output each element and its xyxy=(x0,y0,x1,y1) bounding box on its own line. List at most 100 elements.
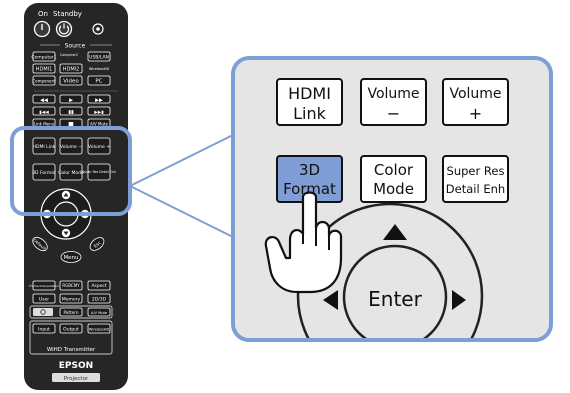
source-row-1: Computer1 Computer2 USB/LAN xyxy=(31,51,111,62)
callout-frame xyxy=(231,56,553,342)
2d-3d-button[interactable] xyxy=(87,293,111,304)
standby-icon xyxy=(58,25,70,35)
light-icon[interactable] xyxy=(92,23,104,35)
wihd-section-frame xyxy=(29,320,113,355)
output-button[interactable] xyxy=(59,323,83,334)
component-button[interactable] xyxy=(32,75,56,86)
usb-lan-button[interactable] xyxy=(87,51,111,62)
svg-text:▮▮: ▮▮ xyxy=(68,109,74,115)
svg-text:Menu: Menu xyxy=(63,255,78,261)
callout-color-mode-button[interactable] xyxy=(360,155,427,203)
play-button[interactable] xyxy=(59,94,83,104)
svg-text:Aspect: Aspect xyxy=(91,283,107,289)
svg-text:▶▶▮: ▶▶▮ xyxy=(94,110,104,115)
source-row-3: Component Video PC xyxy=(32,75,111,86)
hdmi2-label: HDMI2 xyxy=(63,67,80,73)
svg-text:WirelessHD: WirelessHD xyxy=(89,328,110,332)
memory-button[interactable] xyxy=(59,293,83,304)
volume-down-line1: Volume xyxy=(367,86,419,102)
svg-text:Memory: Memory xyxy=(62,297,81,303)
computer1-label: Computer1 xyxy=(31,55,56,61)
pc-label: PC xyxy=(95,79,102,85)
rewind-button[interactable] xyxy=(32,94,56,104)
callout-enter-button[interactable] xyxy=(342,244,448,348)
av-mute-button[interactable] xyxy=(87,307,111,317)
svg-text:Frame Interpolation: Frame Interpolation xyxy=(29,284,59,288)
svg-text:Input: Input xyxy=(38,327,50,333)
svg-text:Pattern: Pattern xyxy=(63,310,78,315)
esc-button[interactable] xyxy=(88,235,107,253)
projector-badge xyxy=(52,373,100,382)
svg-text:◀◀: ◀◀ xyxy=(40,97,48,103)
transport-row-3: Link Menu ■ A/V Mute xyxy=(32,118,111,129)
fast-forward-button[interactable] xyxy=(87,94,111,104)
previous-button[interactable] xyxy=(32,106,56,116)
hdmi1-label: HDMI1 xyxy=(36,67,53,73)
zoom-callout: Enter HDMI Link Volume − Volume + 3D For… xyxy=(231,56,553,348)
input-button[interactable] xyxy=(32,323,56,334)
video-button[interactable] xyxy=(59,75,83,86)
next-button[interactable] xyxy=(87,106,111,116)
wihd-power-button[interactable] xyxy=(33,308,53,316)
lower-row-3: Pattern A/V Mute xyxy=(29,305,113,319)
component-label: Component xyxy=(32,78,56,83)
callout-super-res-button[interactable] xyxy=(442,155,509,203)
svg-text:RGBCMY: RGBCMY xyxy=(62,283,80,288)
callout-row-1: HDMI Link Volume − Volume + xyxy=(276,78,509,126)
hdmi1-button[interactable] xyxy=(32,63,56,74)
frame-interpolation-button[interactable] xyxy=(32,280,56,291)
default-button[interactable] xyxy=(30,235,49,254)
remote-hdmi-link-button[interactable] xyxy=(32,137,56,155)
3d-format-line2: Format xyxy=(283,180,336,198)
callout-volume-up-button[interactable] xyxy=(442,78,509,126)
computer1-button[interactable] xyxy=(32,51,56,62)
svg-text:▶: ▶ xyxy=(69,97,73,103)
svg-text:■: ■ xyxy=(68,121,74,128)
up-arrow-icon xyxy=(63,192,69,197)
usb-lan-label: USB/LAN xyxy=(89,55,109,61)
zoom-connector xyxy=(129,132,238,240)
color-mode-line1: Color xyxy=(374,161,414,179)
remote-volume-up-button[interactable] xyxy=(87,137,111,155)
volume-up-line1: Volume xyxy=(449,86,501,102)
menu-button[interactable] xyxy=(60,251,82,263)
video-label: Video xyxy=(63,79,79,85)
remote-nav-extras: Default Menu Esc xyxy=(30,235,107,263)
lower-row-1: Frame Interpolation RGBCMY Aspect xyxy=(29,280,111,291)
user-button[interactable] xyxy=(32,293,56,304)
svg-text:▮◀◀: ▮◀◀ xyxy=(39,110,49,115)
super-res-line1: Super Res xyxy=(447,164,505,178)
function-row-1: HDMI Link Volume − Volume + xyxy=(32,137,111,155)
remote-color-mode-button[interactable] xyxy=(59,163,83,181)
callout-right-arrow-icon xyxy=(452,290,466,310)
hdmi-link-line1: HDMI xyxy=(288,84,331,103)
svg-text:User: User xyxy=(39,297,49,303)
lower-row-4: Input Output WirelessHD xyxy=(32,323,111,334)
callout-hdmi-link-button[interactable] xyxy=(276,78,343,126)
hdmi2-button[interactable] xyxy=(59,63,83,74)
volume-down-line2: − xyxy=(387,104,400,123)
svg-text:Super Res Detail Enh: Super Res Detail Enh xyxy=(82,170,116,174)
pause-button[interactable] xyxy=(59,106,83,116)
source-label: Source xyxy=(65,43,86,50)
aspect-button[interactable] xyxy=(87,280,111,291)
remote-3d-format-button[interactable] xyxy=(32,163,56,181)
color-mode-line2: Mode xyxy=(373,180,414,198)
callout-up-arrow-icon xyxy=(383,224,407,240)
pattern-button[interactable] xyxy=(59,307,83,317)
svg-text:3D Format: 3D Format xyxy=(32,170,56,176)
svg-text:Link Menu: Link Menu xyxy=(34,122,55,127)
3d-format-line1: 3D xyxy=(299,161,320,179)
callout-volume-down-button[interactable] xyxy=(360,78,427,126)
rgbcmy-button[interactable] xyxy=(59,280,83,291)
down-arrow-icon xyxy=(63,231,69,236)
remote-volume-down-button[interactable] xyxy=(59,137,83,155)
remote-super-res-button[interactable] xyxy=(87,163,111,181)
projector-label: Projector xyxy=(64,376,89,382)
volume-up-line2: + xyxy=(469,104,482,123)
pc-button[interactable] xyxy=(87,75,111,86)
wirelesshd-link-button[interactable] xyxy=(87,323,111,334)
svg-text:A/V Mute: A/V Mute xyxy=(91,311,108,315)
svg-text:HDMI Link: HDMI Link xyxy=(33,144,56,150)
